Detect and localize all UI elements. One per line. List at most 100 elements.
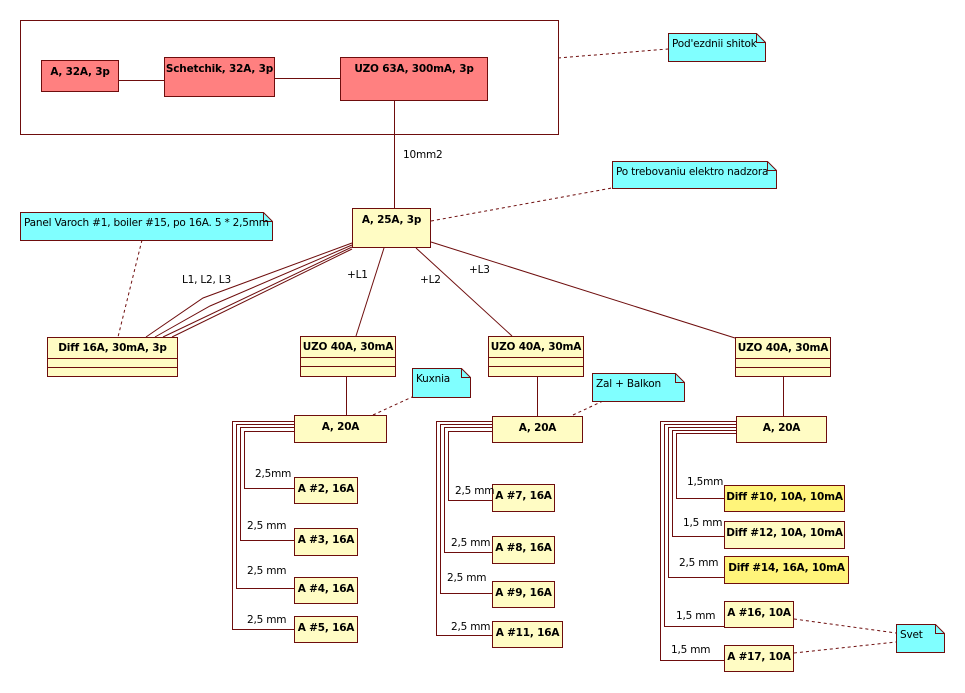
note-anchor-lighting-a16: [793, 618, 897, 634]
breaker-label: A, 20A: [518, 422, 557, 434]
main-breaker-label: A, 25A, 3p: [361, 214, 422, 226]
circuit-label: A #17, 10A: [727, 651, 791, 663]
wire-circuit[interactable]: [240, 427, 295, 541]
wire-size-label: 1,5mm: [687, 476, 724, 488]
wire-circuit[interactable]: [436, 421, 493, 636]
compartment: [489, 366, 583, 375]
compartment: [48, 367, 177, 376]
wire-size-label: 2,5 mm: [451, 621, 491, 633]
package-breaker-label: A, 32A, 3p: [50, 66, 110, 78]
wire-circuit[interactable]: [672, 430, 737, 537]
circuit-label: Diff #14, 16A, 10mA: [728, 562, 845, 574]
wire-plus-l1[interactable]: [355, 247, 385, 337]
wire-size-label: 1,5 mm: [671, 644, 711, 656]
note-anchor-kitchen: [372, 396, 413, 416]
note-anchor-supervision: [430, 187, 613, 222]
circuit-box[interactable]: A #8, 16A: [492, 536, 555, 564]
wire-circuit[interactable]: [236, 424, 295, 589]
rcd-group-2-box[interactable]: UZO 40A, 30mA: [488, 336, 584, 377]
circuit-box[interactable]: Diff #12, 10A, 10mA: [724, 521, 845, 549]
wire-size-label: 2,5mm: [255, 468, 292, 480]
rcd-group-1-box[interactable]: UZO 40A, 30mA: [300, 336, 396, 377]
rcd-group-3-box[interactable]: UZO 40A, 30mA: [735, 337, 831, 377]
note-hall-balcony-shape: [592, 373, 685, 402]
group-1-breaker-box[interactable]: A, 20A: [294, 415, 387, 443]
phase-l3-label: +L3: [469, 264, 490, 276]
wire-circuit[interactable]: [660, 421, 737, 661]
three-phase-label: L1, L2, L3: [182, 274, 231, 286]
circuit-box[interactable]: A #3, 16A: [294, 528, 358, 556]
circuit-label: A #4, 16A: [297, 583, 355, 595]
diff-3p-label: Diff 16A, 30mA, 3p: [58, 342, 167, 354]
note-anchor-entrance-panel: [557, 48, 669, 59]
circuit-box[interactable]: A #11, 16A: [492, 621, 563, 648]
note-hall-balcony[interactable]: Zal + Balkon: [596, 378, 661, 390]
wire-phase-l2[interactable]: [154, 244, 353, 338]
wire-size-label: 2,5 mm: [247, 565, 287, 577]
note-lighting-shape: [896, 624, 945, 653]
package-rcd-box[interactable]: UZO 63A, 300mA, 3p: [340, 57, 488, 101]
wire-phase-l3[interactable]: [162, 246, 353, 338]
wire-circuit[interactable]: [440, 424, 493, 594]
note-entrance-panel-shape: [668, 33, 766, 62]
group-2-breaker-box[interactable]: A, 20A: [492, 416, 583, 443]
rcd-label: UZO 40A, 30mA: [490, 341, 582, 353]
note-anchor-hall-balcony: [572, 400, 604, 416]
note-entrance-panel[interactable]: Pod'ezdnii shitok: [672, 38, 757, 50]
wire-circuit[interactable]: [232, 421, 295, 630]
note-kitchen[interactable]: Kuxnia: [416, 373, 451, 385]
wire-plus-l3[interactable]: [430, 241, 736, 339]
circuit-label: A #3, 16A: [297, 534, 355, 546]
wire-size-label: 1,5 mm: [676, 610, 716, 622]
wire-size-label: 2,5 mm: [447, 572, 487, 584]
circuit-box[interactable]: A #5, 16A: [294, 616, 358, 643]
wire-phase-n[interactable]: [171, 248, 353, 338]
circuit-box[interactable]: A #2, 16A: [294, 477, 358, 504]
note-supervision-shape: [612, 161, 777, 189]
circuit-label: A #2, 16A: [297, 483, 355, 495]
wire-phase-l1[interactable]: [145, 242, 353, 338]
wire-circuit[interactable]: [448, 431, 493, 501]
circuit-label: A #7, 16A: [495, 490, 552, 502]
compartment: [48, 358, 177, 367]
wire-circuit[interactable]: [664, 424, 737, 627]
circuit-box[interactable]: Diff #14, 16A, 10mA: [724, 556, 849, 584]
package-breaker-box[interactable]: A, 32A, 3p: [41, 60, 119, 92]
diff-3p-box[interactable]: Diff 16A, 30mA, 3p: [47, 337, 178, 377]
wire-circuit[interactable]: [676, 433, 737, 499]
note-stove-boiler[interactable]: Panel Varoch #1, boiler #15, po 16A. 5 *…: [24, 217, 269, 229]
package-meter-box[interactable]: Schetchik, 32A, 3p: [164, 57, 275, 97]
wire-size-label: 2,5 mm: [247, 614, 287, 626]
circuit-label: A #16, 10A: [727, 607, 791, 619]
group-3-breaker-box[interactable]: A, 20A: [736, 416, 827, 443]
package-meter-label: Schetchik, 32A, 3p: [165, 63, 274, 75]
circuit-box[interactable]: A #7, 16A: [492, 484, 555, 512]
main-breaker-box[interactable]: A, 25A, 3p: [352, 208, 431, 248]
note-anchor-lighting-a17: [793, 641, 897, 654]
note-stove-boiler-shape: [20, 212, 273, 241]
wire-plus-l2[interactable]: [415, 247, 513, 337]
circuit-box[interactable]: Diff #10, 10A, 10mA: [724, 485, 845, 512]
wire-circuit[interactable]: [244, 431, 295, 489]
circuit-box[interactable]: A #4, 16A: [294, 577, 358, 604]
phase-l2-label: +L2: [420, 274, 441, 286]
note-kitchen-shape: [412, 368, 471, 398]
wire-circuit[interactable]: [444, 427, 493, 553]
circuit-label: A #11, 16A: [495, 627, 560, 639]
wire-circuit[interactable]: [668, 427, 737, 578]
circuit-box[interactable]: A #9, 16A: [492, 581, 555, 608]
circuit-box[interactable]: A #17, 10A: [724, 645, 794, 672]
wire-size-label: 2,5 mm: [679, 557, 719, 569]
circuit-label: A #9, 16A: [495, 587, 552, 599]
note-lighting[interactable]: Svet: [900, 629, 923, 641]
wire-size-label: 2,5 mm: [455, 485, 495, 497]
wire-size-label: 2,5 mm: [451, 537, 491, 549]
phase-l1-label: +L1: [347, 269, 368, 281]
wire-size-label: 1,5 mm: [683, 517, 723, 529]
compartment: [736, 358, 830, 367]
rcd-label: UZO 40A, 30mA: [737, 342, 829, 354]
note-anchor-stove-boiler: [117, 239, 143, 338]
circuit-box[interactable]: A #16, 10A: [724, 601, 794, 628]
note-supervision[interactable]: Po trebovaniu elektro nadzora: [616, 166, 769, 178]
